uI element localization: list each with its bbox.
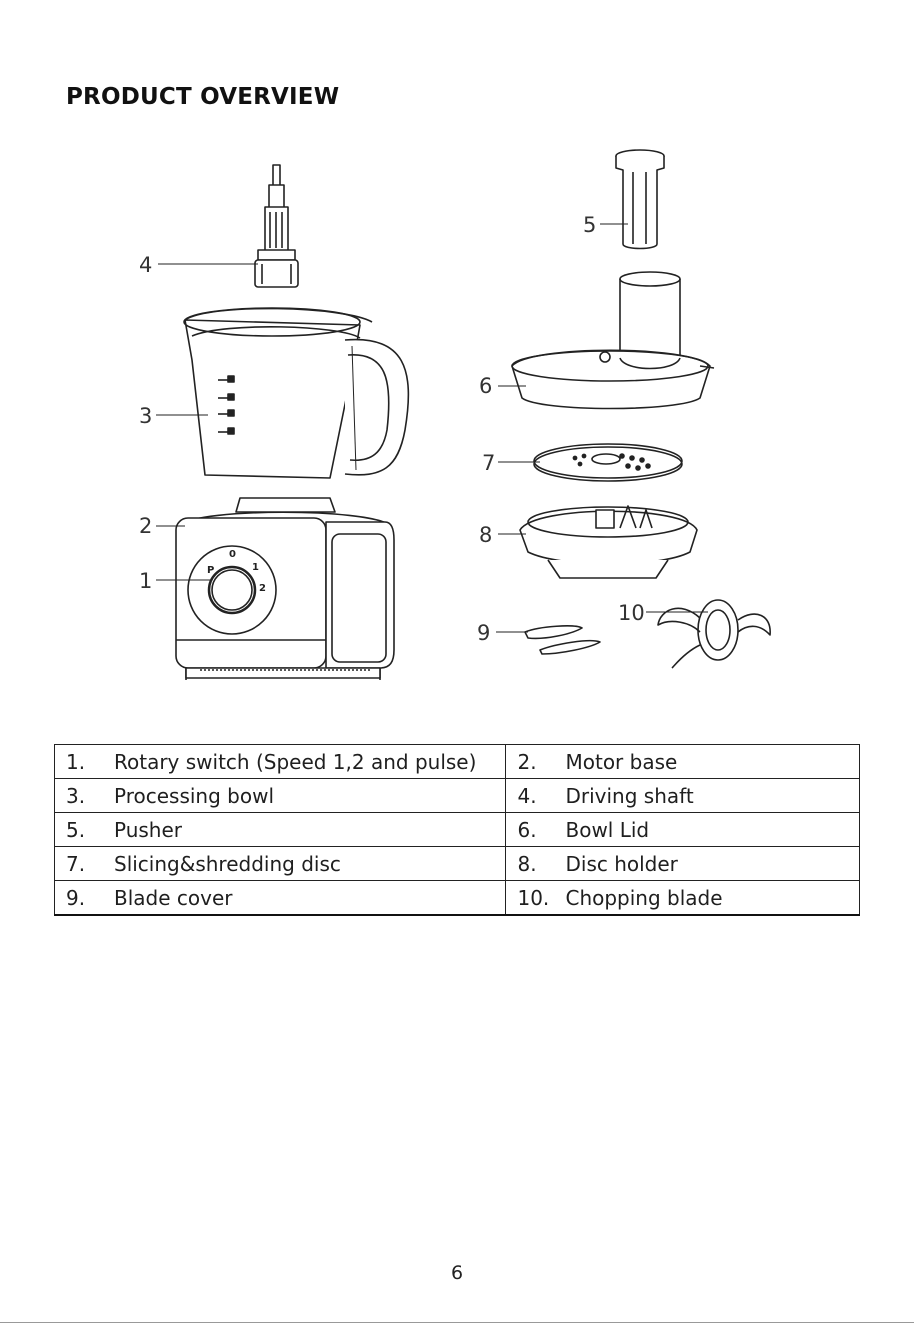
part-number: 3. bbox=[55, 784, 114, 808]
switch-label-pulse: P bbox=[207, 565, 214, 576]
part-label: Chopping blade bbox=[565, 886, 722, 910]
page-bottom-rule bbox=[0, 1322, 914, 1323]
table-row: 9.Blade cover 10.Chopping blade bbox=[55, 881, 860, 916]
switch-label-off: 0 bbox=[229, 549, 236, 560]
callout-5: 5 bbox=[583, 213, 596, 237]
part-number: 9. bbox=[55, 886, 114, 910]
callout-8: 8 bbox=[479, 523, 492, 547]
part-number: 5. bbox=[55, 818, 114, 842]
table-row: 1.Rotary switch (Speed 1,2 and pulse) 2.… bbox=[55, 745, 860, 779]
part-number: 4. bbox=[506, 784, 565, 808]
slicing-disc-drawing bbox=[534, 444, 682, 481]
switch-label-speed2: 2 bbox=[259, 583, 266, 594]
disc-holder-drawing bbox=[520, 506, 697, 578]
part-number: 1. bbox=[55, 750, 114, 774]
chopping-blade-drawing bbox=[658, 600, 770, 668]
callout-3: 3 bbox=[139, 404, 152, 428]
table-cell: 8.Disc holder bbox=[506, 847, 860, 881]
part-label: Pusher bbox=[114, 818, 182, 842]
callout-9: 9 bbox=[477, 621, 490, 645]
part-label: Rotary switch (Speed 1,2 and pulse) bbox=[114, 750, 476, 774]
pusher-drawing bbox=[616, 150, 664, 249]
bowl-lid-drawing bbox=[512, 272, 714, 409]
part-label: Blade cover bbox=[114, 886, 233, 910]
parts-table: 1.Rotary switch (Speed 1,2 and pulse) 2.… bbox=[54, 744, 860, 916]
part-number: 2. bbox=[506, 750, 565, 774]
part-label: Driving shaft bbox=[565, 784, 693, 808]
table-cell: 4.Driving shaft bbox=[506, 779, 860, 813]
callout-4: 4 bbox=[139, 253, 152, 277]
table-cell: 9.Blade cover bbox=[55, 881, 506, 916]
part-label: Processing bowl bbox=[114, 784, 274, 808]
callout-6: 6 bbox=[479, 374, 492, 398]
driving-shaft-drawing bbox=[255, 165, 298, 287]
part-number: 10. bbox=[506, 886, 565, 910]
table-cell: 7.Slicing&shredding disc bbox=[55, 847, 506, 881]
callout-1: 1 bbox=[139, 569, 152, 593]
table-cell: 3.Processing bowl bbox=[55, 779, 506, 813]
table-cell: 2.Motor base bbox=[506, 745, 860, 779]
table-cell: 1.Rotary switch (Speed 1,2 and pulse) bbox=[55, 745, 506, 779]
table-cell: 10.Chopping blade bbox=[506, 881, 860, 916]
table-row: 5.Pusher 6.Bowl Lid bbox=[55, 813, 860, 847]
part-number: 8. bbox=[506, 852, 565, 876]
callout-2: 2 bbox=[139, 514, 152, 538]
callout-10: 10 bbox=[618, 601, 645, 625]
callout-7: 7 bbox=[482, 451, 495, 475]
blade-cover-drawing bbox=[525, 626, 600, 654]
motor-base-drawing bbox=[176, 498, 394, 680]
table-cell: 6.Bowl Lid bbox=[506, 813, 860, 847]
page-number: 6 bbox=[0, 1262, 914, 1284]
part-label: Bowl Lid bbox=[565, 818, 649, 842]
part-number: 7. bbox=[55, 852, 114, 876]
table-row: 3.Processing bowl 4.Driving shaft bbox=[55, 779, 860, 813]
product-exploded-illustration: 0 P 1 2 4 3 2 1 5 6 7 8 9 10 bbox=[0, 0, 914, 720]
part-label: Disc holder bbox=[565, 852, 677, 876]
part-label: Slicing&shredding disc bbox=[114, 852, 341, 876]
part-number: 6. bbox=[506, 818, 565, 842]
table-row: 7.Slicing&shredding disc 8.Disc holder bbox=[55, 847, 860, 881]
switch-label-speed1: 1 bbox=[252, 562, 259, 573]
part-label: Motor base bbox=[565, 750, 677, 774]
table-cell: 5.Pusher bbox=[55, 813, 506, 847]
processing-bowl-drawing bbox=[184, 308, 408, 478]
